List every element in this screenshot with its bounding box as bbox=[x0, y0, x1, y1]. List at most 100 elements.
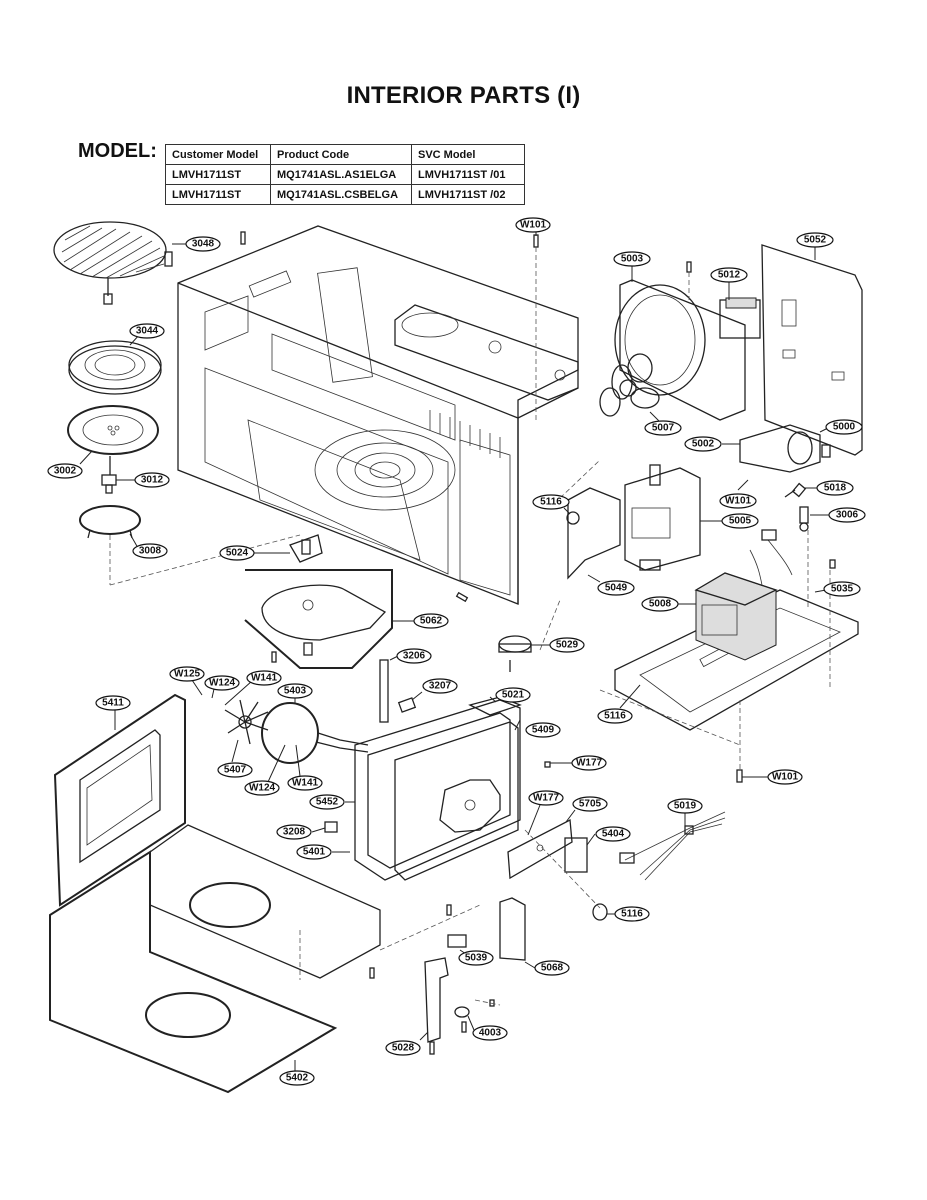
part-callout: 5401 bbox=[296, 844, 332, 860]
part-callout: 4003 bbox=[472, 1025, 508, 1041]
wiring-lead bbox=[749, 529, 793, 586]
part-callout: 5403 bbox=[277, 683, 313, 699]
part-callout: 5411 bbox=[95, 695, 131, 711]
part-callout: 5021 bbox=[495, 687, 531, 703]
part-number: 3208 bbox=[283, 827, 306, 838]
part-callout: W177 bbox=[571, 755, 607, 771]
clip bbox=[799, 506, 809, 532]
part-number: 5049 bbox=[605, 583, 628, 594]
cell-customer-model: LMVH1711ST bbox=[165, 184, 271, 205]
part-number: 5039 bbox=[465, 953, 488, 964]
part-number: 5116 bbox=[604, 711, 626, 722]
part-number: 5062 bbox=[420, 616, 443, 627]
part-number: 3006 bbox=[836, 510, 859, 521]
part-callout: 5116 bbox=[532, 494, 570, 510]
part-callout: 5000 bbox=[825, 419, 863, 435]
grill-rack bbox=[53, 221, 173, 305]
part-callout: 3044 bbox=[129, 323, 165, 339]
part-number: 5068 bbox=[541, 963, 564, 974]
part-callout: W101 bbox=[767, 769, 803, 785]
back-plate bbox=[761, 244, 863, 456]
part-number: 5411 bbox=[102, 698, 124, 709]
part-number: 5116 bbox=[621, 909, 643, 920]
part-callout: 5705 bbox=[572, 796, 608, 812]
part-callout: 5452 bbox=[309, 794, 345, 810]
part-number: 5024 bbox=[226, 548, 249, 559]
part-callout: W101 bbox=[515, 217, 551, 233]
part-number: 3207 bbox=[429, 681, 452, 692]
table-row: LMVH1711ST MQ1741ASL.CSBELGA LMVH1711ST … bbox=[165, 184, 525, 205]
part-number: 5018 bbox=[824, 483, 847, 494]
part-callout: 3012 bbox=[134, 472, 170, 488]
part-callout: W101 bbox=[719, 493, 757, 509]
part-number: W125 bbox=[174, 669, 201, 680]
terminal-bracket bbox=[507, 818, 573, 880]
part-number: W101 bbox=[520, 220, 547, 231]
vent-slots bbox=[429, 410, 501, 458]
part-callout: W125 bbox=[169, 666, 205, 682]
stirrer-motor bbox=[289, 534, 323, 563]
thermostat-lower bbox=[592, 903, 608, 921]
part-callout: 5116 bbox=[614, 906, 650, 922]
part-callout: 3207 bbox=[422, 678, 458, 694]
part-number: 5000 bbox=[833, 422, 856, 433]
part-callout: 3008 bbox=[132, 543, 168, 559]
part-callout: 5035 bbox=[823, 581, 861, 597]
part-callout: 5402 bbox=[279, 1070, 315, 1086]
part-callout: 3208 bbox=[276, 824, 312, 840]
part-number: 3012 bbox=[141, 475, 164, 486]
cell-svc-model: LMVH1711ST /02 bbox=[411, 184, 525, 205]
part-number: 5705 bbox=[579, 799, 602, 810]
part-number: 5012 bbox=[718, 270, 741, 281]
stirrer-cover bbox=[244, 569, 393, 669]
convection-fan bbox=[224, 699, 269, 745]
part-callout: W141 bbox=[246, 670, 282, 686]
page-title: INTERIOR PARTS (I) bbox=[346, 82, 581, 109]
part-number: 5005 bbox=[729, 516, 752, 527]
transformer bbox=[694, 572, 778, 661]
side-bracket bbox=[499, 897, 526, 961]
part-number: 5407 bbox=[224, 765, 247, 776]
part-number: 3002 bbox=[54, 466, 77, 477]
part-number: 5401 bbox=[303, 847, 326, 858]
model-table: Customer Model Product Code SVC Model LM… bbox=[165, 144, 525, 205]
part-callout: W177 bbox=[528, 790, 564, 806]
part-callout: 5019 bbox=[667, 798, 703, 814]
part-callout: 3006 bbox=[828, 507, 866, 523]
part-number: 5452 bbox=[316, 797, 339, 808]
part-number: 5052 bbox=[804, 235, 827, 246]
guide-lines bbox=[299, 247, 831, 1006]
part-number: 5019 bbox=[674, 801, 697, 812]
part-callout: 5404 bbox=[595, 826, 631, 842]
lamp bbox=[454, 1006, 470, 1018]
fan-blade bbox=[599, 353, 660, 417]
part-callout: 5018 bbox=[816, 480, 854, 496]
oven-cavity bbox=[177, 225, 579, 605]
part-callout: 3002 bbox=[47, 463, 83, 479]
part-callout: 5029 bbox=[549, 637, 585, 653]
part-callout: W124 bbox=[204, 675, 240, 691]
part-callout: 3048 bbox=[185, 236, 221, 252]
part-number: 5007 bbox=[652, 423, 675, 434]
part-callout: 3206 bbox=[396, 648, 432, 664]
part-number: 3206 bbox=[403, 651, 426, 662]
bottom-plate bbox=[49, 850, 338, 1094]
part-callout: W124 bbox=[244, 780, 280, 796]
diode bbox=[784, 482, 807, 498]
part-number: 5003 bbox=[621, 254, 644, 265]
part-number: 3008 bbox=[139, 546, 162, 557]
part-callout: 5116 bbox=[597, 708, 633, 724]
part-callout: 5005 bbox=[721, 513, 759, 529]
bracket bbox=[566, 487, 621, 580]
cell-product-code: MQ1741ASL.AS1ELGA bbox=[270, 164, 412, 185]
capacitor-assembly bbox=[739, 424, 831, 473]
part-callout: 5409 bbox=[525, 722, 561, 738]
part-callout: 5068 bbox=[534, 960, 570, 976]
door-assembly bbox=[53, 693, 186, 907]
part-callout: 5039 bbox=[458, 950, 494, 966]
part-callout: 5407 bbox=[217, 762, 253, 778]
turntable-motor bbox=[498, 635, 532, 672]
cell-customer-model: LMVH1711ST bbox=[165, 164, 271, 185]
part-callout: 5052 bbox=[796, 232, 834, 248]
